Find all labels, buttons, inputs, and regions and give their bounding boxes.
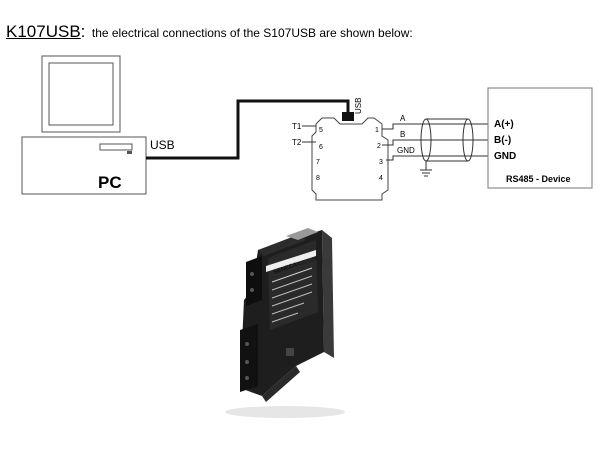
terminal-1: 1: [375, 127, 379, 134]
bus-line-b-label: B: [400, 130, 405, 139]
rs485-device-box: [487, 87, 593, 189]
terminal-4: 4: [379, 175, 383, 182]
usb-cable: [146, 99, 350, 160]
model-colon: :: [80, 22, 86, 41]
rs485-device-label: RS485 - Device: [506, 174, 571, 184]
bus-line-a-label: A: [400, 114, 406, 123]
ground-icon: [420, 161, 432, 177]
terminal-8: 8: [316, 175, 320, 182]
input-t2-label: T2: [292, 138, 302, 147]
pc-computer-icon: PC: [21, 55, 147, 195]
usb-port-label: USB: [354, 98, 363, 114]
terminal-2: 2: [377, 143, 381, 150]
device-pin-gnd: GND: [494, 151, 516, 162]
usb-cable-label: USB: [150, 138, 175, 152]
heading-description: the electrical connections of the S107US…: [91, 26, 413, 40]
pc-drive-slot: [99, 143, 133, 151]
terminal-5: 5: [319, 127, 323, 134]
bus-wire-b: [382, 139, 488, 146]
pc-screen: [48, 62, 114, 126]
terminal-6: 6: [319, 144, 323, 151]
device-pin-b: B(-): [494, 135, 511, 146]
terminal-7: 7: [316, 159, 320, 166]
terminal-3: 3: [379, 159, 383, 166]
bus-wire-a: [382, 123, 488, 130]
pc-drive-led: [127, 151, 132, 154]
bus-wire-gnd: [386, 155, 488, 161]
bus-line-gnd-label: GND: [397, 146, 415, 155]
device-pin-a: A(+): [494, 119, 514, 130]
page-heading: K107USB: the electrical connections of t…: [6, 22, 413, 42]
pc-label: PC: [98, 173, 122, 192]
usb-plug: [342, 112, 354, 121]
input-t1-label: T1: [292, 122, 302, 131]
product-photo: [225, 228, 345, 418]
module-outline: [311, 117, 389, 201]
model-title: K107USB: [6, 22, 81, 41]
